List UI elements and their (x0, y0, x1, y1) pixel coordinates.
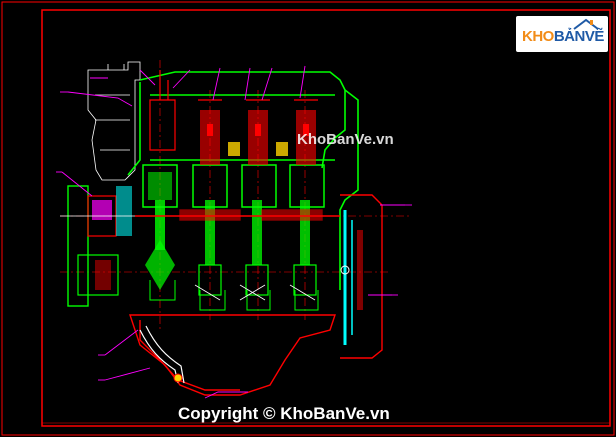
cylinder-2 (192, 110, 228, 296)
front-pulley-assembly (60, 185, 135, 307)
logo-banve: BẢNVẼ (553, 28, 605, 45)
crank-webs (149, 280, 319, 311)
cylinder-1 (142, 164, 178, 290)
cylinder-head-yellow (228, 142, 288, 156)
oil-pickup-pipe (139, 325, 185, 384)
watermark-copyright: Copyright © KhoBanVe.vn (178, 404, 390, 423)
logo-kho: KHO (522, 28, 554, 45)
cylinder-3 (241, 110, 277, 296)
oil-pan (129, 314, 336, 396)
crankshaft (135, 209, 340, 221)
watermark-center: KhoBanVe.vn (297, 131, 394, 148)
oil-plug (173, 373, 183, 383)
balancer-diagonals (194, 284, 316, 301)
flywheel-housing (340, 194, 383, 359)
inner-frame (41, 9, 611, 427)
leader-ticks (56, 91, 412, 381)
logo-text: KHOBẢNVẼ (522, 28, 604, 45)
khobanve-logo: KHOBẢNVẼ (516, 16, 608, 52)
leader-lines (61, 65, 405, 399)
valve-train (149, 70, 318, 151)
house-logo-icon (573, 18, 599, 30)
timing-housing (87, 61, 141, 181)
cylinder-4 (289, 110, 325, 296)
cam-pieces (207, 124, 309, 136)
